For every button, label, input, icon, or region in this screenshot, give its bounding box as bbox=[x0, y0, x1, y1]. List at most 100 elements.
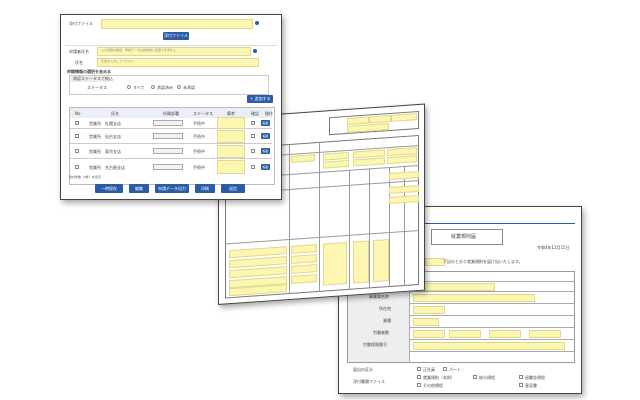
row-3-dept-select[interactable] bbox=[153, 148, 183, 154]
document-title: 就業規則届 bbox=[451, 234, 477, 240]
row-4-name: 営業所 名古屋支店 bbox=[89, 165, 125, 170]
recipient-field[interactable] bbox=[425, 258, 445, 266]
upload-button[interactable]: 添付ファイル bbox=[163, 32, 189, 40]
workers-field-2[interactable] bbox=[449, 330, 481, 338]
row-3-name: 営業所 東京支店 bbox=[89, 149, 121, 154]
file-checkbox-1[interactable] bbox=[417, 375, 421, 379]
file-checkbox-4[interactable] bbox=[417, 383, 421, 387]
file-item-1: 就業規則（本則） bbox=[423, 375, 455, 380]
filter-header bbox=[70, 76, 110, 82]
workplace-field[interactable] bbox=[413, 294, 535, 302]
attachment-label: 添付書類ファイル bbox=[353, 379, 385, 384]
file-item-5: 意見書 bbox=[525, 383, 537, 388]
add-button[interactable]: ＋ 追加する bbox=[247, 95, 273, 103]
row-1-checkbox[interactable] bbox=[75, 121, 79, 125]
filter-label: 承認ステータスで絞込 bbox=[73, 76, 113, 81]
insurance-no-field[interactable] bbox=[413, 342, 565, 350]
form-sheet-web: 添付ファイル 添付ファイル 申請者氏名 入力内容の確認、申請データは送信後に変更… bbox=[60, 14, 282, 200]
radio-approved[interactable] bbox=[151, 85, 155, 89]
row-2-status: 手続中 bbox=[193, 134, 205, 139]
row-1-dept-select[interactable] bbox=[153, 120, 183, 126]
workers-field-4[interactable] bbox=[529, 330, 561, 338]
category-checkbox-2[interactable] bbox=[443, 367, 447, 371]
label-industry: 業種 bbox=[383, 318, 391, 323]
radio-all-label: すべて bbox=[133, 85, 145, 90]
category-checkbox-1[interactable] bbox=[417, 367, 421, 371]
form-table bbox=[347, 271, 575, 363]
name-label: 氏名 bbox=[75, 60, 83, 65]
row-3-status: 手続中 bbox=[193, 149, 205, 154]
help-icon[interactable] bbox=[253, 49, 257, 53]
row-1-note[interactable] bbox=[217, 117, 245, 129]
row-2-confirm[interactable] bbox=[251, 134, 255, 138]
document-title-box bbox=[431, 229, 503, 245]
file-item-2: 給与規程 bbox=[479, 375, 495, 380]
row-field-10[interactable] bbox=[323, 241, 347, 286]
row-field-12[interactable] bbox=[373, 239, 389, 283]
form-sheet-notification: 就業規則 就業規則届 令和4年12月15日 下記のとおり就業規則を届け出いたしま… bbox=[338, 206, 582, 394]
category-option-1: 正社員 bbox=[423, 367, 435, 372]
th-action: 操作 bbox=[265, 111, 273, 116]
print-button[interactable]: 印刷 bbox=[195, 184, 215, 193]
row-1-name: 営業所 札幌支店 bbox=[89, 121, 121, 126]
row-2-name: 営業所 仙台支店 bbox=[89, 134, 121, 139]
name-hint: 氏名を入力してください bbox=[101, 59, 134, 63]
applicant-hint: 入力内容の確認、申請データは送信後に変更できません bbox=[101, 48, 176, 52]
row-4-checkbox[interactable] bbox=[75, 165, 79, 169]
row-4-note[interactable] bbox=[217, 160, 245, 174]
industry-field[interactable] bbox=[413, 318, 439, 326]
row-4-dept-select[interactable] bbox=[153, 164, 183, 170]
row-2-edit-button[interactable]: 編集 bbox=[261, 133, 270, 139]
section-title: 申請情報の選択を含める bbox=[67, 69, 111, 74]
temp-save-button[interactable]: 一時保存 bbox=[95, 184, 123, 193]
row-3-note[interactable] bbox=[217, 145, 245, 158]
filter-field-label: ステータス bbox=[87, 85, 107, 90]
address-field[interactable] bbox=[413, 306, 445, 314]
row-2-note[interactable] bbox=[217, 130, 245, 143]
file-checkbox-3[interactable] bbox=[519, 375, 523, 379]
row-4-edit-button[interactable]: 編集 bbox=[261, 164, 270, 170]
row-2-checkbox[interactable] bbox=[75, 134, 79, 138]
radio-approved-label: 承認済み bbox=[157, 85, 173, 90]
file-item-4: その他規程 bbox=[423, 383, 443, 388]
table-header-row bbox=[70, 108, 272, 118]
row-4-confirm[interactable] bbox=[251, 165, 255, 169]
row-3-edit-button[interactable]: 編集 bbox=[261, 148, 270, 154]
th-name: 氏名 bbox=[111, 111, 119, 116]
radio-pending-label: 未承認 bbox=[183, 85, 195, 90]
intro-text: 下記のとおり就業規則を届け出いたします。 bbox=[443, 259, 523, 264]
th-status: ステータス bbox=[193, 111, 213, 116]
name-field[interactable] bbox=[413, 283, 495, 291]
applicant-label: 申請者氏名 bbox=[69, 49, 89, 54]
radio-pending[interactable] bbox=[177, 85, 181, 89]
row-2-dept-select[interactable] bbox=[153, 133, 183, 139]
edit-button[interactable]: 編集 bbox=[129, 184, 149, 193]
attachment-field[interactable] bbox=[101, 19, 253, 29]
submit-button[interactable]: 送信 bbox=[221, 184, 245, 193]
applicant-field[interactable] bbox=[97, 47, 251, 56]
row-3-confirm[interactable] bbox=[251, 149, 255, 153]
name-field[interactable] bbox=[97, 58, 259, 67]
workers-field-3[interactable] bbox=[489, 330, 521, 338]
row-1-confirm[interactable] bbox=[251, 121, 255, 125]
export-button[interactable]: 申請データ出力 bbox=[155, 184, 189, 193]
radio-all[interactable] bbox=[127, 85, 131, 89]
file-checkbox-2[interactable] bbox=[473, 375, 477, 379]
workers-field[interactable] bbox=[413, 330, 445, 338]
row-1-status: 手続中 bbox=[193, 121, 205, 126]
row-field-11[interactable] bbox=[353, 240, 369, 284]
code-field-4[interactable] bbox=[347, 123, 389, 133]
row-1-edit-button[interactable]: 編集 bbox=[261, 120, 270, 126]
file-checkbox-5[interactable] bbox=[519, 383, 523, 387]
label-workplace: 事業場名称 bbox=[369, 294, 389, 299]
category-option-2: パート bbox=[449, 367, 461, 372]
row-4-status: 手続中 bbox=[193, 165, 205, 170]
file-item-3: 退職金規程 bbox=[525, 375, 545, 380]
row-3-checkbox[interactable] bbox=[75, 149, 79, 153]
category-label: 届出の区分 bbox=[353, 367, 373, 372]
info-icon[interactable] bbox=[255, 21, 259, 25]
label-workers: 労働者数 bbox=[373, 330, 389, 335]
document-date: 令和4年12月15日 bbox=[537, 245, 570, 250]
attachment-label: 添付ファイル bbox=[69, 21, 93, 26]
table-footer-note: 合計件数（4件）を表示 bbox=[69, 175, 101, 179]
